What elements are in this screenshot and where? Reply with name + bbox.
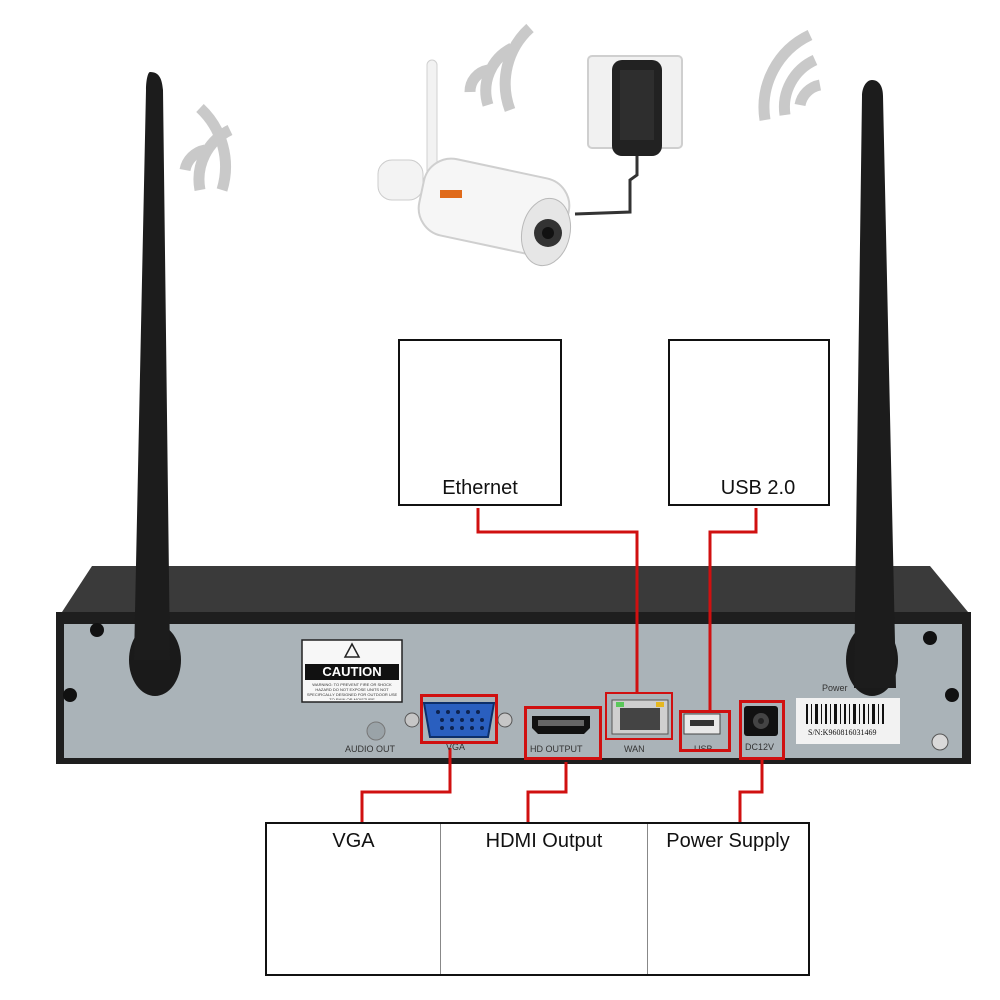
usb-box: USB 2.0 — [668, 339, 830, 506]
hdmi-title: HDMI Output — [485, 830, 603, 852]
audio-out-label: AUDIO OUT — [345, 744, 396, 754]
wifi-signal-center-icon — [464, 23, 534, 112]
vga-screen-text: VGA — [315, 879, 397, 919]
vga-highlight — [420, 694, 498, 744]
wifi-signal-right-icon — [758, 30, 822, 121]
nvr-top-surface — [62, 566, 968, 612]
antenna-right — [854, 80, 896, 688]
dc-port-label: DC12V — [745, 742, 775, 752]
ethernet-box: Ethernet — [398, 339, 562, 506]
antenna-left — [134, 72, 170, 660]
power-title: Power Supply — [666, 830, 790, 852]
hdmi-port-label: HD OUTPUT — [530, 744, 583, 754]
caution-title: CAUTION — [322, 664, 382, 679]
wan-highlight — [605, 692, 673, 740]
usb-highlight — [679, 710, 731, 752]
wifi-signal-left-icon — [179, 103, 233, 192]
ethernet-label: Ethernet — [442, 477, 518, 499]
wan-port-label: WAN — [624, 744, 645, 754]
power-cell: Power Supply — [648, 824, 808, 974]
power-label: Power — [822, 683, 848, 693]
bottom-panel: VGA HDMI Output Power Supply — [265, 822, 810, 976]
dc-highlight — [739, 700, 785, 760]
usb-label: USB 2.0 — [720, 477, 796, 499]
vga-cell: VGA — [267, 824, 440, 974]
hdmi-cell: HDMI Output — [441, 824, 647, 974]
caution-text: WARNING: TO PREVENT FIRE OR SHOCK HAZARD… — [306, 682, 398, 700]
vga-port-label: VGA — [446, 742, 466, 752]
vga-title: VGA — [332, 830, 375, 852]
wifi-camera-icon — [377, 55, 683, 267]
hdmi-highlight — [524, 706, 602, 760]
connector-lines — [360, 508, 764, 822]
serial-number: S/N:K960816031469 — [808, 728, 877, 737]
hdmi-screen-text: HDMI — [489, 879, 593, 919]
